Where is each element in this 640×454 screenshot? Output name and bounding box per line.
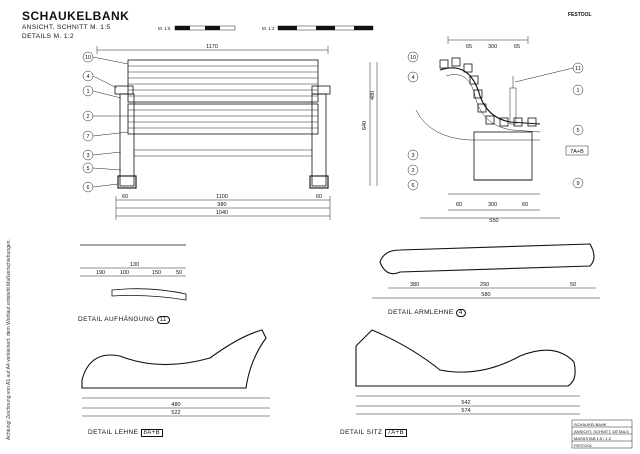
dim-front-side-1: 60 — [122, 194, 128, 200]
dim-armlehne-3: 50 — [570, 282, 576, 288]
detail-aufhaengung-ref: 11 — [156, 316, 170, 324]
drawing-subtitle-1: ANSICHT, SCHNITT M. 1:5 — [22, 24, 111, 31]
detail-lehne: 480 522 — [81, 329, 270, 417]
dim-aufh-4: 150 — [152, 270, 161, 276]
side-callout-4: 1 — [576, 88, 579, 94]
title-block-line-2: ANSICHT, SCHNITT, DETAILS — [574, 429, 629, 434]
scale-bars — [174, 25, 374, 31]
detail-aufhaengung-label: DETAIL AUFHÄNGUNG 11 — [78, 316, 170, 324]
detail-armlehne: 380 290 50 580 — [372, 243, 600, 299]
dim-aufh-3: 100 — [120, 270, 129, 276]
detail-armlehne-label: DETAIL ARMLEHNE 4 — [388, 309, 466, 317]
dim-side-top-2: 300 — [488, 44, 497, 50]
dim-sitz-sub: 574 — [461, 408, 470, 414]
dim-front-bottom-1: 1100 — [216, 194, 228, 200]
side-callout-1: 10 — [410, 55, 416, 61]
front-callout-3: 1 — [86, 89, 89, 95]
side-view: 65 300 65 60 300 60 550 — [415, 36, 560, 224]
dim-aufh-1: 130 — [130, 262, 139, 268]
detail-sitz: 542 574 — [355, 329, 580, 415]
front-callout-6: 3 — [86, 153, 89, 159]
detail-sitz-text: DETAIL SITZ — [340, 429, 383, 436]
dim-side-bottom-2: 300 — [488, 202, 497, 208]
dim-front-bottom-2: 980 — [217, 202, 226, 208]
drawing-title: SCHAUKELBANK — [22, 9, 130, 23]
dim-side-total: 550 — [489, 218, 498, 224]
side-callout-9: 9 — [576, 181, 579, 187]
dim-side-top-1: 65 — [466, 44, 472, 50]
dim-aufh-5: 50 — [176, 270, 182, 276]
side-callout-3: 11 — [575, 66, 581, 72]
dim-armlehne-2: 290 — [480, 282, 489, 288]
detail-armlehne-ref: 4 — [455, 309, 466, 317]
title-block-line-4: FESTOOL — [574, 443, 593, 448]
side-callout-2: 4 — [411, 75, 414, 81]
front-callout-2: 4 — [86, 74, 89, 80]
brand-label: FESTOOL — [568, 12, 592, 18]
detail-lehne-ref: 8A+B — [140, 429, 163, 437]
side-callout-7: 5 — [576, 128, 579, 134]
dim-sitz-total: 542 — [461, 400, 470, 406]
scale-bar-1-label: M. 1:5 — [158, 26, 171, 31]
front-callouts: 10 4 1 2 7 3 5 6 — [82, 51, 129, 193]
detail-aufhaengung: 130 190 100 150 50 — [80, 244, 187, 301]
drawing-subtitle-2: DETAILS M. 1:2 — [22, 33, 75, 40]
front-callout-7: 5 — [86, 166, 89, 172]
detail-sitz-ref: 7A+B — [384, 429, 407, 437]
dim-front-side-2: 60 — [316, 194, 322, 200]
dim-front-height: 640 — [362, 121, 368, 130]
dim-lehne-sub: 522 — [171, 410, 180, 416]
title-block-line-3: MASSSTAB 1:5 / 1:2 — [574, 436, 612, 441]
dim-side-top-3: 65 — [514, 44, 520, 50]
side-callout-6: 2 — [411, 168, 414, 174]
detail-armlehne-text: DETAIL ARMLEHNE — [388, 309, 454, 316]
side-callout-5: 3 — [411, 153, 414, 159]
dim-front-bottom-3: 1040 — [216, 210, 228, 216]
detail-aufhaengung-text: DETAIL AUFHÄNGUNG — [78, 316, 155, 323]
title-block: SCHAUKELBANK ANSICHT, SCHNITT, DETAILS M… — [571, 419, 633, 449]
dim-side-bottom-3: 60 — [522, 202, 528, 208]
side-callouts: 10 4 11 1 3 2 5 6 9 7A+B — [407, 51, 589, 191]
side-callout-8: 6 — [411, 183, 414, 189]
front-view: 1170 640 480 60 60 1 — [96, 44, 378, 220]
front-callout-4: 2 — [86, 114, 89, 120]
side-callout-10: 7A+B — [570, 149, 584, 155]
dim-lehne-total: 480 — [171, 402, 180, 408]
detail-lehne-text: DETAIL LEHNE — [88, 429, 139, 436]
dim-aufh-2: 190 — [96, 270, 105, 276]
dim-front-top: 1170 — [206, 44, 218, 50]
detail-lehne-label: DETAIL LEHNE 8A+B — [88, 429, 163, 437]
dim-armlehne-1: 380 — [410, 282, 419, 288]
detail-sitz-label: DETAIL SITZ 7A+B — [340, 429, 407, 437]
scale-bar-2-label: M. 1:2 — [262, 26, 275, 31]
title-block-line-1: SCHAUKELBANK — [574, 422, 607, 427]
dim-side-bottom-1: 60 — [456, 202, 462, 208]
dim-armlehne-total: 580 — [481, 292, 490, 298]
front-callout-8: 6 — [86, 185, 89, 191]
front-callout-1: 10 — [85, 55, 91, 61]
front-callout-5: 7 — [86, 134, 89, 140]
dim-front-height-sub: 480 — [370, 91, 376, 100]
